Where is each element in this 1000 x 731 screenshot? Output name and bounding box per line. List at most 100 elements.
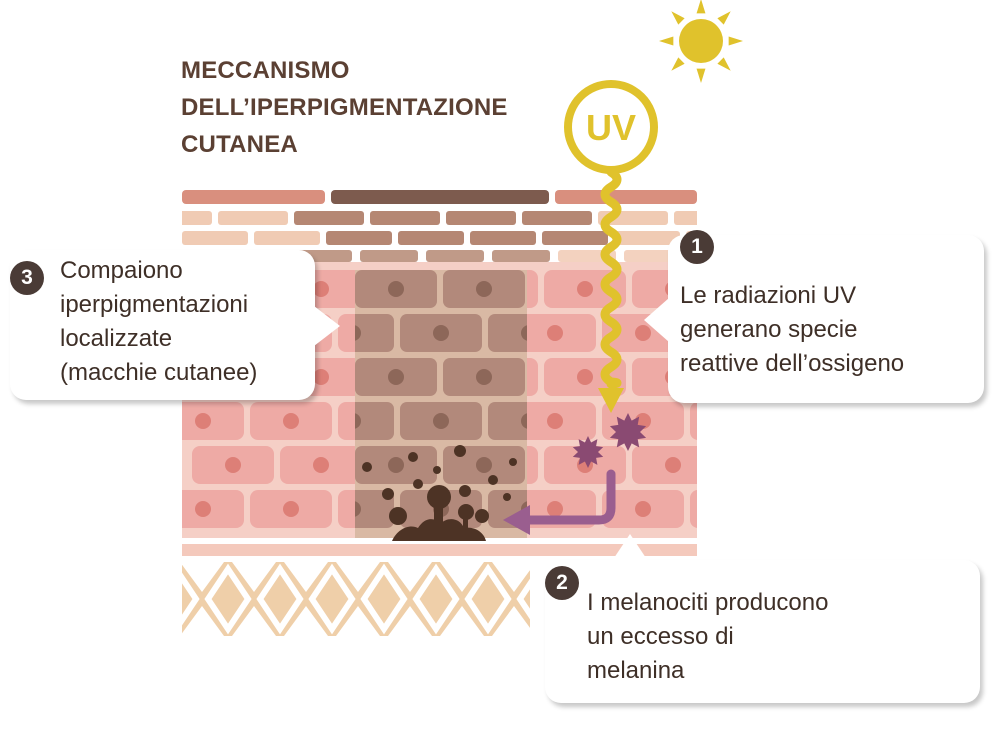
cell-nucleus <box>195 501 211 517</box>
callout-text: I melanociti producono un eccesso di mel… <box>587 586 828 688</box>
step-number-badge: 3 <box>10 261 44 295</box>
pigmented-cell <box>488 314 527 352</box>
sun-ray <box>671 57 685 71</box>
cell-nucleus <box>723 413 739 429</box>
callout-step-2: 2 I melanociti producono un eccesso di m… <box>545 560 980 703</box>
skin-flake <box>370 211 440 225</box>
dermis-fiber <box>516 578 530 620</box>
melanin-granules <box>362 445 517 501</box>
dermis-fiber-gap <box>182 562 224 592</box>
pigment-nucleus <box>433 413 449 429</box>
upper-skin-layer <box>182 211 697 225</box>
callout-text: Compaiono iperpigmentazioni localizzate … <box>60 254 257 390</box>
pigment-nucleus <box>355 413 361 429</box>
dermis-fiber <box>412 563 460 635</box>
pigmented-cell <box>488 402 527 440</box>
pigment-nucleus <box>355 325 361 341</box>
cell-nucleus <box>313 369 329 385</box>
pigmented-cell <box>355 402 394 440</box>
callout-line: reattive dell’ossigeno <box>680 350 905 377</box>
dermis-fiber-gap <box>388 606 432 636</box>
cell-nucleus <box>313 281 329 297</box>
callout-line: un eccesso di <box>587 623 734 650</box>
title-line: DELL’IPERPIGMENTAZIONE <box>181 94 508 121</box>
dermis-fiber <box>204 563 252 635</box>
skin-flake <box>522 211 592 225</box>
cell-nucleus <box>577 281 593 297</box>
skin-flake <box>294 211 364 225</box>
dermis-fiber-gap <box>336 606 380 636</box>
skin-flake <box>542 231 608 245</box>
callout-text: Le radiazioni UV generano specie reattiv… <box>680 279 904 381</box>
sun-ray <box>696 0 706 14</box>
sun-ray <box>717 11 731 25</box>
uv-label: UV <box>586 107 636 148</box>
sun-icon <box>659 0 743 83</box>
title-line: MECCANISMO <box>181 57 350 84</box>
skin-flake <box>398 231 464 245</box>
cell-nucleus <box>195 413 211 429</box>
pigment-nucleus <box>521 325 527 341</box>
skin-flake <box>492 250 550 262</box>
skin-flake <box>674 211 697 225</box>
cell-nucleus <box>635 501 651 517</box>
dermis-fiber <box>256 563 304 635</box>
dermis-fiber <box>464 563 512 635</box>
step-number-badge: 1 <box>680 230 714 264</box>
cell-nucleus <box>547 501 563 517</box>
sun-ray <box>717 57 731 71</box>
pigmented-cell <box>355 490 394 528</box>
skin-flake <box>470 231 536 245</box>
dermis-fiber-gap <box>492 606 530 636</box>
skin-flake <box>360 250 418 262</box>
pigment-nucleus <box>433 325 449 341</box>
skin-cell <box>632 446 697 484</box>
skin-flake <box>326 231 392 245</box>
cell-nucleus <box>635 325 651 341</box>
dermis-fiber-gap <box>440 562 484 592</box>
skin-flake <box>218 211 288 225</box>
dermis-fiber-gap <box>492 562 530 592</box>
sun-ray <box>696 68 706 83</box>
sun-ray <box>671 11 685 25</box>
dermis-fiber-gap <box>284 562 328 592</box>
callout-line: localizzate <box>60 325 173 352</box>
cell-nucleus <box>313 457 329 473</box>
uv-ray <box>598 167 624 413</box>
stratum-corneum <box>182 190 697 204</box>
pigment-nucleus <box>476 457 492 473</box>
skin-cell <box>690 490 697 528</box>
cell-nucleus <box>547 325 563 341</box>
dermis-fiber <box>182 572 200 626</box>
pigment-nucleus <box>476 281 492 297</box>
sun-ray <box>728 36 743 46</box>
callout-line: (macchie cutanee) <box>60 359 258 386</box>
callout-line: Compaiono <box>60 257 183 284</box>
melanocyte <box>389 485 489 541</box>
dermis-fiber-gap <box>182 606 224 636</box>
callout-line: I melanociti producono <box>587 589 829 616</box>
dermis-fiber-gap <box>440 606 484 636</box>
dermis-fiber <box>360 563 408 635</box>
dermis-fiber-gap <box>232 562 276 592</box>
skin-flake <box>624 250 682 262</box>
pigment-nucleus <box>388 369 404 385</box>
pigmented-cell <box>355 314 394 352</box>
cell-nucleus <box>665 457 681 473</box>
callout-line: iperpigmentazioni <box>60 291 249 318</box>
sun-ray <box>659 36 674 46</box>
pigment-nucleus <box>388 457 404 473</box>
step-number-badge: 2 <box>545 566 579 600</box>
pigment-nucleus <box>388 281 404 297</box>
cell-nucleus <box>723 501 739 517</box>
pigment-nucleus <box>355 501 361 517</box>
melanin-signal-arrow <box>503 469 616 535</box>
skin-flake <box>426 250 484 262</box>
callout-line: Le radiazioni UV <box>680 282 857 309</box>
skin-flake <box>614 231 680 245</box>
basement-membrane <box>182 544 697 556</box>
dermis-fiber-gap <box>284 606 328 636</box>
dermis-fiber-gap <box>128 532 172 592</box>
skin-cell <box>182 490 244 528</box>
title-line: CUTANEA <box>181 131 298 158</box>
